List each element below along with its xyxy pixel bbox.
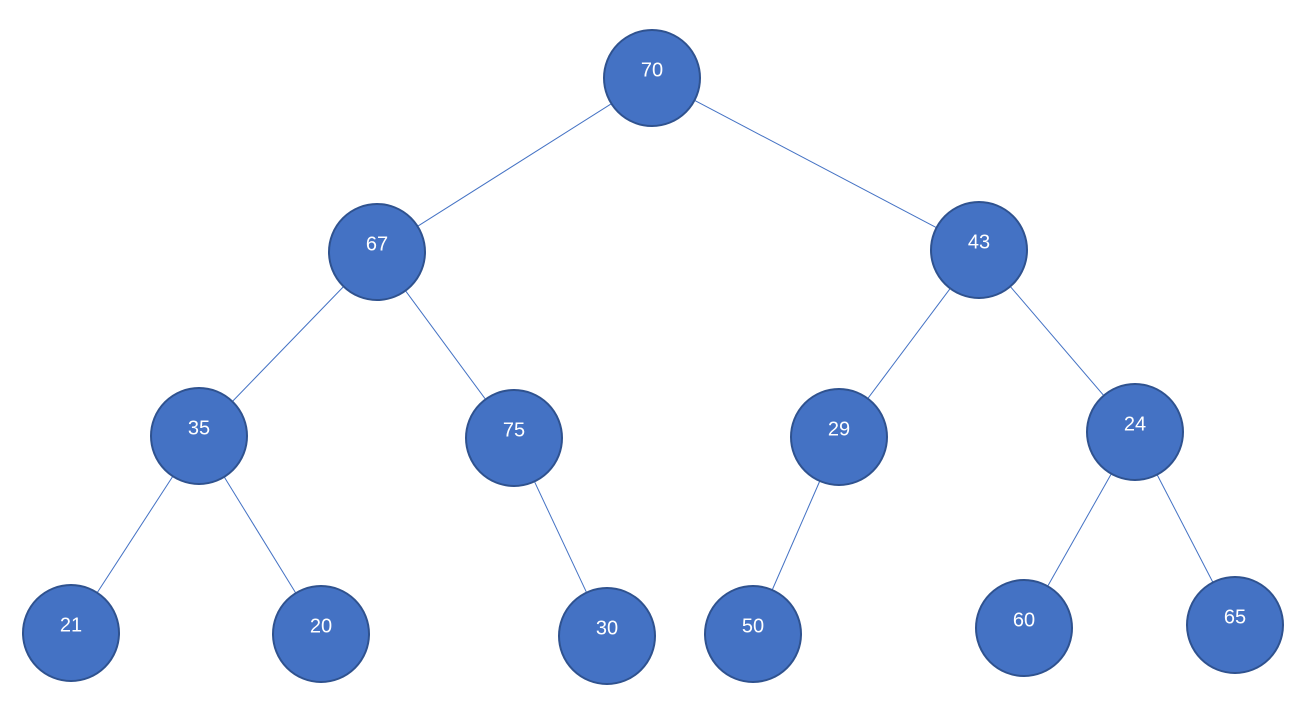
tree-node-circle bbox=[22, 584, 120, 682]
tree-edges bbox=[96, 99, 1214, 594]
tree-node-circle bbox=[790, 388, 888, 486]
tree-edge-67-75 bbox=[405, 290, 486, 400]
tree-edge-43-29 bbox=[867, 288, 951, 399]
tree-node-label: 43 bbox=[968, 231, 990, 253]
tree-node-circle bbox=[272, 585, 370, 683]
tree-edge-43-24 bbox=[1009, 286, 1105, 396]
tree-node-60: 60 bbox=[975, 579, 1073, 677]
tree-edge-70-67 bbox=[417, 103, 612, 227]
tree-node-65: 65 bbox=[1186, 576, 1284, 674]
tree-node-50: 50 bbox=[704, 585, 802, 683]
tree-edge-35-21 bbox=[96, 475, 174, 594]
tree-node-circle bbox=[558, 587, 656, 685]
tree-edge-67-35 bbox=[232, 286, 344, 402]
tree-node-label: 20 bbox=[310, 615, 332, 637]
tree-node-circle bbox=[704, 585, 802, 683]
tree-node-label: 60 bbox=[1013, 609, 1035, 631]
tree-node-label: 65 bbox=[1224, 606, 1246, 628]
tree-node-20: 20 bbox=[272, 585, 370, 683]
tree-node-label: 70 bbox=[641, 59, 663, 81]
tree-node-circle bbox=[1186, 576, 1284, 674]
tree-node-30: 30 bbox=[558, 587, 656, 685]
tree-node-label: 30 bbox=[596, 617, 618, 639]
tree-node-24: 24 bbox=[1086, 383, 1184, 481]
tree-edge-24-65 bbox=[1156, 474, 1214, 583]
tree-node-35: 35 bbox=[150, 387, 248, 485]
tree-node-43: 43 bbox=[930, 201, 1028, 299]
tree-node-label: 50 bbox=[742, 615, 764, 637]
tree-edge-29-50 bbox=[771, 480, 821, 591]
tree-edge-24-60 bbox=[1047, 473, 1112, 587]
tree-node-75: 75 bbox=[465, 389, 563, 487]
tree-node-circle bbox=[1086, 383, 1184, 481]
tree-node-circle bbox=[328, 203, 426, 301]
tree-node-circle bbox=[150, 387, 248, 485]
tree-nodes: 70 67 43 35 75 29 24 21 20 30 50 60 65 bbox=[22, 29, 1284, 685]
tree-node-label: 24 bbox=[1124, 413, 1146, 435]
tree-node-21: 21 bbox=[22, 584, 120, 682]
tree-node-circle bbox=[603, 29, 701, 127]
tree-node-circle bbox=[465, 389, 563, 487]
tree-node-70: 70 bbox=[603, 29, 701, 127]
tree-node-label: 67 bbox=[366, 233, 388, 255]
tree-edge-75-30 bbox=[533, 481, 588, 593]
tree-node-67: 67 bbox=[328, 203, 426, 301]
tree-node-label: 35 bbox=[188, 417, 210, 439]
tree-node-circle bbox=[930, 201, 1028, 299]
tree-node-label: 75 bbox=[503, 419, 525, 441]
tree-edge-35-20 bbox=[223, 476, 297, 594]
tree-node-29: 29 bbox=[790, 388, 888, 486]
tree-node-label: 29 bbox=[828, 418, 850, 440]
tree-node-label: 21 bbox=[60, 614, 82, 636]
tree-edge-70-43 bbox=[694, 99, 937, 229]
tree-node-circle bbox=[975, 579, 1073, 677]
